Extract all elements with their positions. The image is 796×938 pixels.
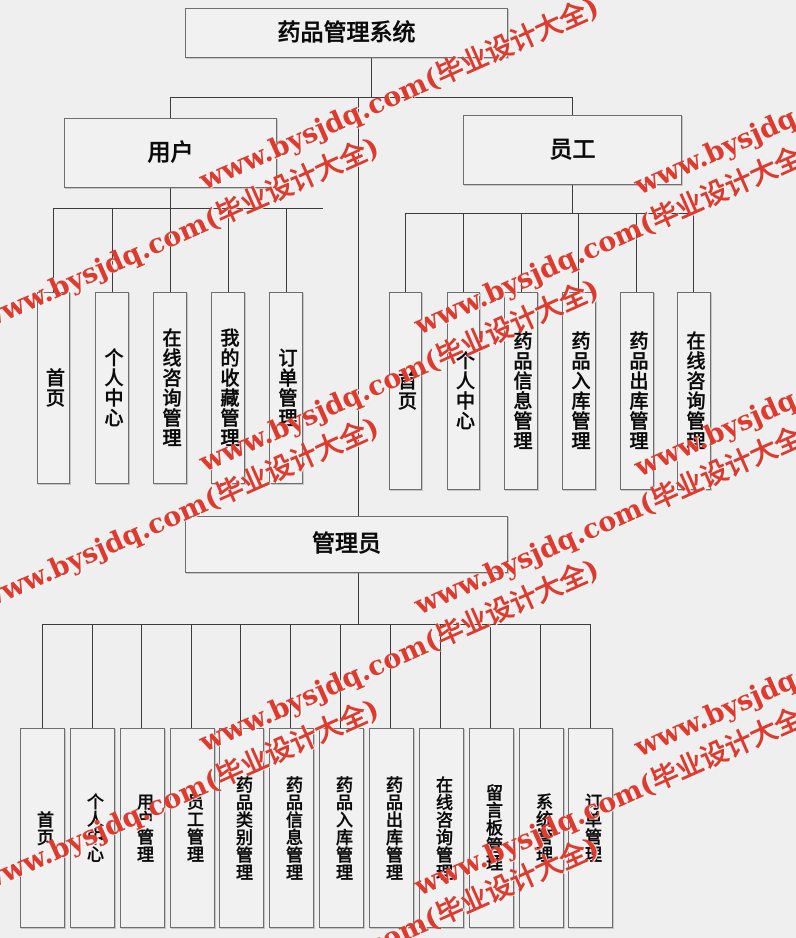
connector-admin-drop-3 xyxy=(191,624,192,728)
node-admin-module-7-label: 药品出库管理 xyxy=(382,775,402,881)
node-staff-module-4[interactable]: 药品出库管理 xyxy=(620,292,654,490)
node-user-module-2[interactable]: 在线咨询管理 xyxy=(153,292,187,484)
node-staff-module-3[interactable]: 药品入库管理 xyxy=(562,292,596,490)
node-staff-module-0[interactable]: 首页 xyxy=(389,292,422,490)
node-user-module-4[interactable]: 订单管理 xyxy=(269,292,303,484)
node-user-module-2-label: 在线咨询管理 xyxy=(159,328,182,448)
node-staff-module-2-label: 药品信息管理 xyxy=(510,331,533,451)
connector-user-drop-3 xyxy=(228,208,229,292)
connector-staff-drop-3 xyxy=(578,213,579,292)
node-admin-module-2[interactable]: 用户管理 xyxy=(120,728,165,928)
node-admin-module-5-label: 药品信息管理 xyxy=(282,775,302,881)
connector-root-to-staff xyxy=(572,97,573,115)
node-role-user[interactable]: 用户 xyxy=(64,118,277,188)
node-admin-module-11-label: 订单管理 xyxy=(581,793,601,863)
connector-staff-bus xyxy=(405,213,694,214)
node-admin-module-2-label: 用户管理 xyxy=(133,793,153,863)
node-staff-module-1-label: 个人中心 xyxy=(453,351,475,431)
node-user-module-0-label: 首页 xyxy=(43,368,65,408)
connector-root-stem xyxy=(371,58,372,97)
connector-root-bus xyxy=(170,97,573,98)
node-admin-module-3[interactable]: 员工管理 xyxy=(170,728,215,928)
node-admin-module-9-label: 留言板管理 xyxy=(482,784,502,872)
node-user-module-1-label: 个人中心 xyxy=(101,348,124,428)
node-admin-module-10-label: 系统管理 xyxy=(532,793,552,863)
node-admin-module-10[interactable]: 系统管理 xyxy=(519,728,564,928)
connector-user-drop-4 xyxy=(286,208,287,292)
connector-admin-drop-7 xyxy=(390,624,391,728)
connector-root-to-admin xyxy=(358,97,359,516)
node-staff-module-5[interactable]: 在线咨询管理 xyxy=(677,292,711,490)
node-root-system[interactable]: 药品管理系统 xyxy=(185,8,508,58)
node-admin-module-3-label: 员工管理 xyxy=(183,793,203,863)
connector-admin-drop-1 xyxy=(92,624,93,728)
connector-staff-stem xyxy=(572,185,573,213)
node-admin-module-5[interactable]: 药品信息管理 xyxy=(269,728,314,928)
connector-admin-drop-10 xyxy=(540,624,541,728)
node-user-module-3-label: 我的收藏管理 xyxy=(217,328,240,448)
watermark-text: www.bysjdq.com(毕业设计大全) xyxy=(629,558,796,764)
connector-admin-stem xyxy=(358,573,359,624)
node-role-admin-label: 管理员 xyxy=(312,531,381,558)
node-admin-module-9[interactable]: 留言板管理 xyxy=(469,728,514,928)
connector-admin-bus xyxy=(42,624,590,625)
node-staff-module-5-label: 在线咨询管理 xyxy=(683,331,706,451)
connector-admin-drop-4 xyxy=(240,624,241,728)
node-admin-module-4[interactable]: 药品类别管理 xyxy=(219,728,264,928)
connector-staff-drop-2 xyxy=(521,213,522,292)
node-admin-module-4-label: 药品类别管理 xyxy=(232,775,252,881)
connector-user-drop-0 xyxy=(53,208,54,292)
connector-staff-drop-1 xyxy=(463,213,464,292)
node-role-staff-label: 员工 xyxy=(549,136,596,163)
node-admin-module-11[interactable]: 订单管理 xyxy=(568,728,613,928)
node-admin-module-6-label: 药品入库管理 xyxy=(332,775,352,881)
node-user-module-4-label: 订单管理 xyxy=(275,348,298,428)
node-role-staff[interactable]: 员工 xyxy=(463,115,682,185)
connector-admin-drop-5 xyxy=(290,624,291,728)
node-staff-module-3-label: 药品入库管理 xyxy=(568,331,591,451)
connector-admin-drop-0 xyxy=(42,624,43,728)
node-staff-module-1[interactable]: 个人中心 xyxy=(447,292,480,490)
connector-user-bus xyxy=(53,208,323,209)
connector-user-drop-1 xyxy=(112,208,113,292)
node-admin-module-8[interactable]: 在线咨询管理 xyxy=(419,728,464,928)
node-role-admin[interactable]: 管理员 xyxy=(185,516,508,573)
node-staff-module-4-label: 药品出库管理 xyxy=(626,331,649,451)
node-admin-module-8-label: 在线咨询管理 xyxy=(432,775,452,881)
node-admin-module-7[interactable]: 药品出库管理 xyxy=(369,728,414,928)
node-admin-module-1[interactable]: 个人中心 xyxy=(70,728,115,928)
connector-staff-drop-4 xyxy=(636,213,637,292)
connector-staff-drop-0 xyxy=(405,213,406,292)
node-user-module-3[interactable]: 我的收藏管理 xyxy=(211,292,245,484)
node-admin-module-0-label: 首页 xyxy=(33,810,53,846)
node-role-user-label: 用户 xyxy=(147,139,194,166)
node-admin-module-1-label: 个人中心 xyxy=(83,793,103,863)
node-admin-module-0[interactable]: 首页 xyxy=(20,728,65,928)
connector-admin-drop-8 xyxy=(440,624,441,728)
connector-staff-drop-5 xyxy=(693,213,694,292)
connector-admin-drop-2 xyxy=(141,624,142,728)
node-root-system-label: 药品管理系统 xyxy=(277,19,416,46)
node-staff-module-2[interactable]: 药品信息管理 xyxy=(504,292,538,490)
node-user-module-1[interactable]: 个人中心 xyxy=(95,292,129,484)
connector-admin-drop-9 xyxy=(490,624,491,728)
connector-user-stem xyxy=(170,188,171,208)
connector-user-drop-2 xyxy=(170,208,171,292)
node-user-module-0[interactable]: 首页 xyxy=(37,292,70,484)
connector-root-to-user xyxy=(170,97,171,118)
connector-admin-drop-6 xyxy=(340,624,341,728)
node-admin-module-6[interactable]: 药品入库管理 xyxy=(319,728,364,928)
node-staff-module-0-label: 首页 xyxy=(395,371,417,411)
connector-admin-drop-11 xyxy=(590,624,591,728)
